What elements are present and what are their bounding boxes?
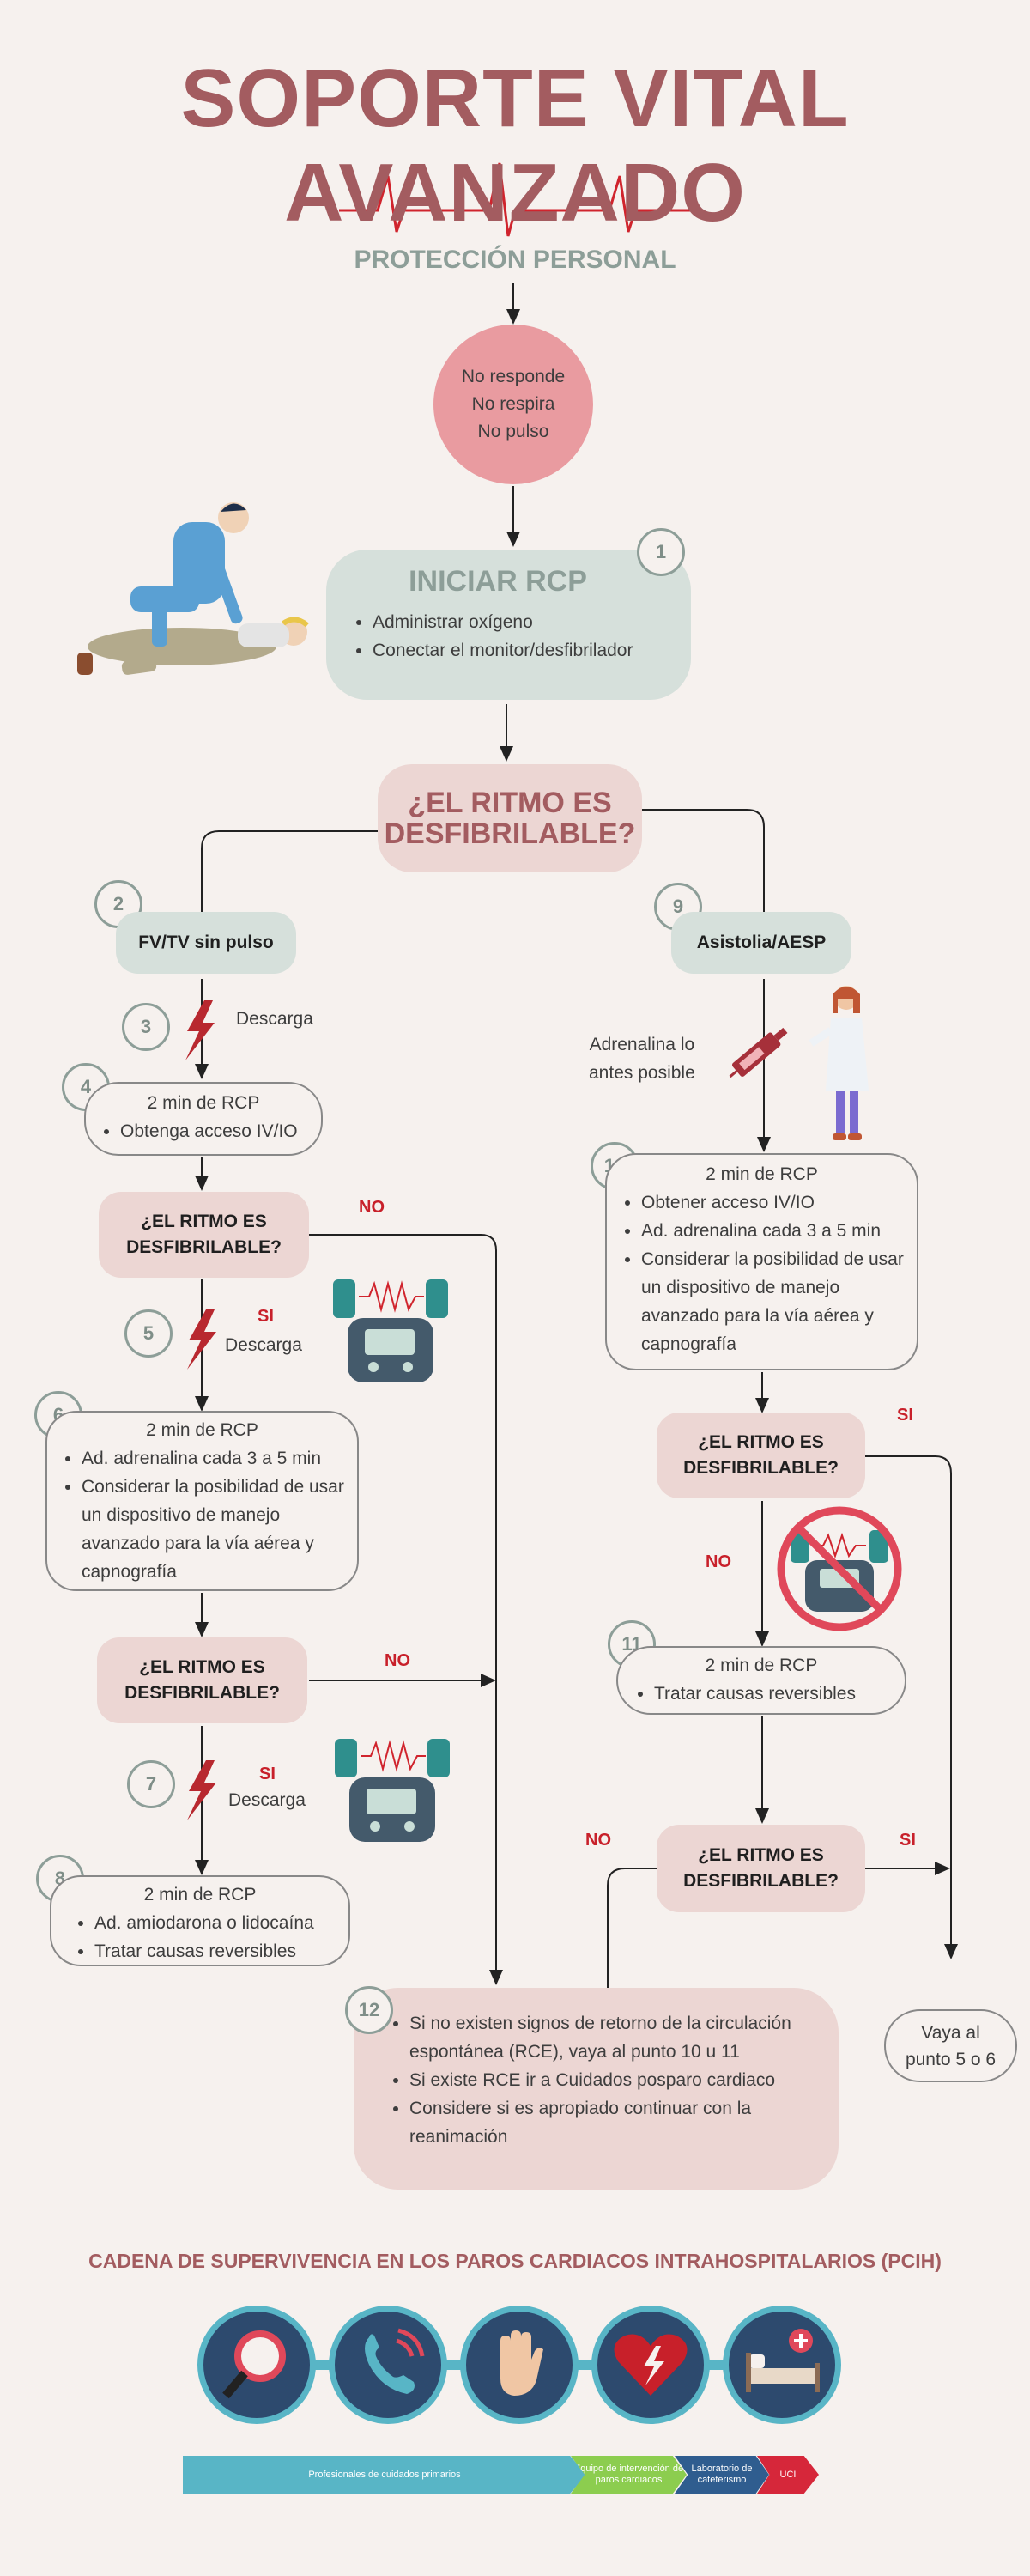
ecg-line (339, 162, 691, 237)
question-line: DESFIBRILABLE? (384, 817, 636, 850)
no-label: NO (706, 1552, 731, 1571)
step-8-box: 2 min de RCP Ad. amiodarona o lidocaína … (50, 1875, 350, 1966)
adrenaline-line: antes posible (589, 1063, 695, 1083)
step-1-list: Administrar oxígeno Conectar el monitor/… (354, 608, 633, 665)
personal-protection-label: PROTECCIÓN PERSONAL (354, 246, 676, 274)
start-circle: No responde No respira No pulso (433, 325, 593, 484)
step-heading: 2 min de RCP (147, 1093, 260, 1113)
list-item: Si existe RCE ir a Cuidados posparo card… (409, 2066, 817, 2094)
question-line: DESFIBRILABLE? (124, 1683, 280, 1703)
step-number-badge: 7 (127, 1760, 175, 1808)
step-heading: 2 min de RCP (706, 1164, 818, 1184)
step-number-badge: 1 (637, 528, 685, 576)
list-item: Si no existen signos de retorno de la ci… (409, 2009, 817, 2066)
shock-label: Descarga (225, 1335, 302, 1355)
question-line: ¿EL RITMO ES (139, 1657, 265, 1677)
step-number-badge: 3 (122, 1003, 170, 1051)
band-primary-care: Profesionales de cuidados primarios (183, 2456, 586, 2494)
shock-bolt-icon (185, 1000, 215, 1060)
no-respira-text: No respira (471, 394, 555, 414)
defibrillator-icon (333, 1279, 448, 1382)
adrenaline-line: Adrenalina lo (589, 1035, 695, 1054)
question-line: ¿EL RITMO ES (141, 1212, 267, 1231)
question-line: ¿EL RITMO ES (408, 787, 612, 819)
question-line: DESFIBRILABLE? (126, 1237, 282, 1257)
chain-of-survival-title: CADENA DE SUPERVIVENCIA EN LOS PAROS CAR… (88, 2250, 942, 2272)
shock-bolt-icon (187, 1309, 216, 1370)
phone-icon (329, 2306, 447, 2424)
cpr-person-illustration (77, 502, 309, 675)
no-pulso-text: No pulso (477, 422, 549, 441)
syringe-icon (729, 1027, 788, 1078)
start-cpr-heading: INICIAR RCP (409, 565, 587, 598)
shock-label: Descarga (236, 1009, 313, 1029)
rhythm-question: ¿EL RITMO ES DESFIBRILABLE? (99, 1192, 309, 1278)
list-item: Considerar la posibilidad de usar un dis… (641, 1245, 905, 1358)
step-heading: 2 min de RCP (705, 1656, 818, 1675)
shock-bolt-icon (187, 1760, 216, 1820)
step-heading: 2 min de RCP (143, 1885, 257, 1905)
page-title: SOPORTE VITAL AVANZADO (180, 52, 850, 239)
step-12-box: Si no existen signos de retorno de la ci… (354, 1988, 839, 2190)
main-rhythm-question: ¿EL RITMO ES DESFIBRILABLE? (378, 764, 642, 872)
question-line: ¿EL RITMO ES (698, 1432, 824, 1452)
no-responde-text: No responde (461, 367, 566, 386)
list-item: Considerar la posibilidad de usar un dis… (82, 1473, 345, 1586)
hand-icon (460, 2306, 579, 2424)
band-arrest-team: Equipo de intervención de paros cardiaco… (571, 2456, 687, 2494)
yes-label: SI (900, 1831, 916, 1850)
question-line: DESFIBRILABLE? (683, 1871, 839, 1891)
step-11-box: 2 min de RCP Tratar causas reversibles (616, 1646, 906, 1715)
list-item: Considere si es apropiado continuar con … (409, 2094, 817, 2151)
step-4-box: 2 min de RCP Obtenga acceso IV/IO (84, 1082, 323, 1156)
chain-bands: Profesionales de cuidados primarios Equi… (183, 2456, 848, 2494)
step-10-box: 2 min de RCP Obtener acceso IV/IO Ad. ad… (605, 1153, 918, 1370)
asystole-box: Asistolia/AESP (671, 912, 851, 974)
no-defibrillation-icon (777, 1506, 902, 1631)
magnifier-icon (197, 2306, 316, 2424)
no-label: NO (585, 1831, 611, 1850)
goto-line: Vaya al (921, 2022, 980, 2043)
yes-label: SI (259, 1765, 276, 1783)
rhythm-question: ¿EL RITMO ES DESFIBRILABLE? (657, 1825, 865, 1912)
list-item: Tratar causas reversibles (94, 1937, 348, 1965)
list-item: Ad. amiodarona o lidocaína (94, 1909, 348, 1937)
step-heading: 2 min de RCP (146, 1420, 258, 1440)
hospital-bed-icon (723, 2306, 841, 2424)
question-line: DESFIBRILABLE? (683, 1458, 839, 1478)
yes-label: SI (258, 1307, 274, 1326)
list-item: Administrar oxígeno (373, 608, 633, 636)
doctor-illustration (809, 986, 869, 1140)
list-item: Tratar causas reversibles (654, 1680, 905, 1708)
step-1-box: INICIAR RCP Administrar oxígeno Conectar… (326, 550, 691, 700)
list-item: Conectar el monitor/desfibrilador (373, 636, 633, 665)
vf-vt-box: FV/TV sin pulso (116, 912, 296, 974)
shock-label: Descarga (228, 1790, 306, 1810)
rhythm-question: ¿EL RITMO ES DESFIBRILABLE? (657, 1413, 865, 1498)
defibrillator-icon (335, 1739, 450, 1842)
heart-shock-icon (591, 2306, 710, 2424)
band-cath-lab: Laboratorio de cateterismo (675, 2456, 769, 2494)
no-label: NO (385, 1651, 410, 1670)
go-to-step-box: Vaya al punto 5 o 6 (884, 2009, 1017, 2082)
yes-label: SI (897, 1406, 913, 1425)
step-number-badge: 5 (124, 1309, 173, 1358)
list-item: Ad. adrenalina cada 3 a 5 min (641, 1217, 905, 1245)
step-number-badge: 12 (345, 1986, 393, 2034)
step-6-box: 2 min de RCP Ad. adrenalina cada 3 a 5 m… (45, 1411, 359, 1591)
rhythm-question: ¿EL RITMO ES DESFIBRILABLE? (97, 1637, 307, 1723)
no-label: NO (359, 1198, 385, 1217)
list-item: Obtener acceso IV/IO (641, 1188, 905, 1217)
list-item: Ad. adrenalina cada 3 a 5 min (82, 1444, 345, 1473)
list-item: Obtenga acceso IV/IO (120, 1117, 321, 1145)
question-line: ¿EL RITMO ES (698, 1845, 824, 1865)
goto-line: punto 5 o 6 (905, 2049, 997, 2069)
adrenaline-note: Adrenalina lo antes posible (589, 1030, 695, 1087)
